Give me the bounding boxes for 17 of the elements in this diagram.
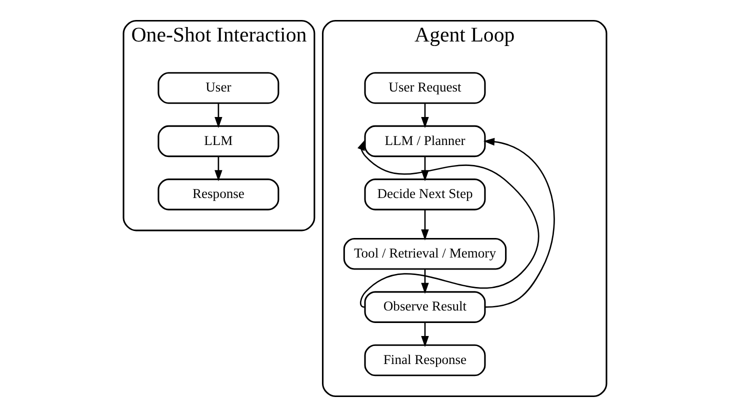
- node-box: Observe Result: [364, 291, 486, 323]
- arrow: [420, 322, 428, 348]
- node-box: Tool / Retrieval / Memory: [342, 238, 506, 270]
- node-box: LLM / Planner: [364, 125, 486, 158]
- arrow: [214, 103, 222, 128]
- arrow: [420, 210, 428, 240]
- node-box: Decide Next Step: [364, 178, 486, 210]
- arrow: [420, 103, 428, 128]
- arrow: [214, 156, 222, 182]
- arrow: [482, 138, 554, 308]
- node-box: LLM: [157, 125, 279, 158]
- node-box: Response: [157, 178, 279, 210]
- arrow: [357, 139, 539, 308]
- node-box: User Request: [364, 72, 486, 104]
- node-box: User: [157, 72, 279, 104]
- node-box: Final Response: [364, 344, 486, 376]
- arrow: [420, 269, 428, 294]
